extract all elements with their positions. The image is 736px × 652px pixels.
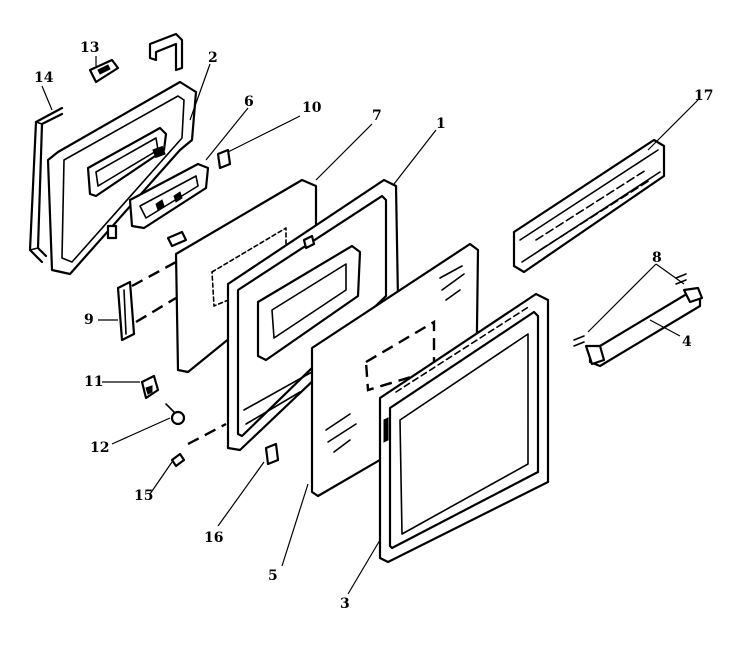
part-11-latch-clip	[140, 374, 160, 400]
callout-13: 13	[80, 40, 99, 56]
part-small-clip	[166, 230, 188, 248]
part-6-window-frame	[128, 162, 210, 230]
part-16-bumper	[264, 442, 280, 466]
part-3-outer-door-frame	[378, 292, 550, 564]
part-12-screw	[165, 403, 186, 426]
callout-6: 6	[244, 94, 254, 110]
callout-labels: 13 14 2 6 10 7 1 17 8 4 9 11 12 15 16 5 …	[34, 40, 713, 612]
part-9-hinge-bracket	[116, 260, 177, 342]
part-13-bracket	[88, 58, 120, 84]
callout-11: 11	[84, 374, 103, 390]
callout-17: 17	[694, 88, 713, 104]
part-17-control-trim	[512, 138, 666, 274]
callout-16: 16	[204, 530, 223, 546]
part-4-handle	[584, 286, 704, 368]
part-10-clip	[216, 148, 232, 170]
callout-14: 14	[34, 70, 54, 86]
callout-3: 3	[340, 596, 350, 612]
callout-4: 4	[682, 334, 692, 350]
callout-9: 9	[84, 312, 94, 328]
callout-2: 2	[208, 50, 218, 66]
leader-lines	[41, 56, 699, 595]
callout-5: 5	[268, 568, 278, 584]
callout-8: 8	[652, 250, 662, 266]
part-bent-rod	[148, 32, 184, 72]
callout-10: 10	[302, 100, 322, 116]
callout-15: 15	[134, 488, 153, 504]
callout-12: 12	[90, 440, 109, 456]
callout-1: 1	[436, 116, 446, 132]
part-2-outer-door-panel	[46, 80, 198, 276]
part-15-screw	[170, 422, 227, 468]
callout-7: 7	[372, 108, 382, 124]
part-1-inner-liner	[226, 178, 400, 452]
part-14-door-gasket	[28, 106, 64, 264]
